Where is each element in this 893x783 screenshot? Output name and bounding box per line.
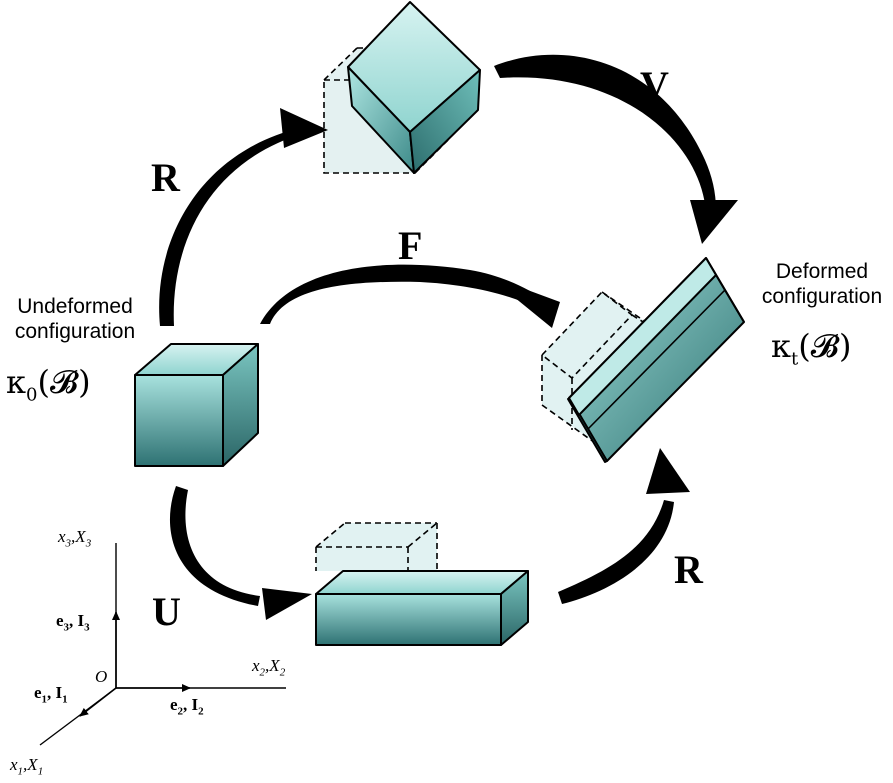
rotation-R-upper-label: R	[151, 155, 180, 200]
axis-X3-sub: 3	[85, 537, 92, 550]
arrow-U	[169, 486, 312, 620]
basis-e3: e	[56, 611, 64, 630]
left-stretch-V-label: V	[640, 63, 669, 108]
kappat-sub: t	[791, 348, 799, 370]
undeformed-cube	[134, 343, 259, 467]
axis-X3: X	[75, 527, 86, 546]
axis-x2-sub: 2	[259, 666, 266, 679]
basis-3-label: e3, I3	[56, 611, 90, 634]
basis-2-label: e2, I2	[170, 695, 204, 718]
arrow-V	[494, 54, 738, 244]
basis-I2: I	[191, 695, 199, 714]
basis-e2: e	[170, 695, 178, 714]
stretched-bar	[315, 522, 529, 646]
deformed-bar	[540, 257, 745, 463]
undeformed-label-line2: configuration	[14, 320, 136, 343]
axis-x3-sub: 3	[65, 537, 72, 550]
kappa0-arg: (𝓑)	[37, 363, 91, 401]
basis-1-label: e1, I1	[34, 683, 68, 706]
coordinate-axes	[39, 543, 286, 746]
right-stretch-U-label: U	[152, 589, 181, 634]
basis-I2-sub: 2	[198, 705, 204, 718]
arrow-R-lower	[558, 448, 690, 604]
deformed-label-line2: configuration	[761, 285, 883, 308]
basis-e1-sub: 1	[41, 693, 48, 706]
basis-e1: e	[34, 683, 42, 702]
kappat-symbol: κ	[771, 327, 791, 365]
axis-1-label: x1,X1	[10, 755, 44, 778]
basis-I3: I	[77, 611, 85, 630]
rotated-cube	[323, 1, 481, 174]
deformed-label: Deformed configuration	[752, 259, 892, 309]
arrow-R-upper	[159, 108, 328, 326]
axis-X1: X	[27, 755, 38, 774]
origin-label: O	[95, 667, 108, 686]
basis-e3-sub: 3	[63, 621, 70, 634]
axis-x1: x	[10, 755, 18, 774]
axis-x3: x	[58, 527, 66, 546]
deformed-label-line1: Deformed	[775, 260, 869, 283]
basis-vector-1	[79, 687, 117, 717]
axis-3-label: x3,X3	[58, 527, 92, 550]
basis-I1-sub: 1	[62, 693, 68, 706]
basis-I1: I	[55, 683, 63, 702]
basis-e2-sub: 2	[177, 705, 184, 718]
axis-X1-sub: 1	[37, 765, 44, 778]
kappa0-sub: 0	[26, 384, 38, 406]
axis-X2: X	[269, 656, 280, 675]
basis-I3-sub: 3	[84, 621, 90, 634]
kappat-arg: (𝓑)	[798, 327, 852, 365]
axis-X2-sub: 2	[279, 666, 286, 679]
undeformed-label: Undeformed configuration	[6, 294, 144, 344]
kappat-label: κt(𝓑)	[771, 328, 851, 377]
axis-x2: x	[252, 656, 260, 675]
arrow-F	[260, 264, 560, 328]
axis-x1-sub: 1	[17, 765, 24, 778]
kappa0-symbol: κ	[6, 363, 26, 401]
axis-2-label: x2,X2	[252, 656, 286, 679]
deformation-gradient-F-label: F	[398, 223, 423, 268]
undeformed-label-line1: Undeformed	[17, 295, 133, 318]
kappa0-label: κ0(𝓑)	[6, 364, 91, 413]
rotation-R-lower-label: R	[674, 547, 703, 592]
